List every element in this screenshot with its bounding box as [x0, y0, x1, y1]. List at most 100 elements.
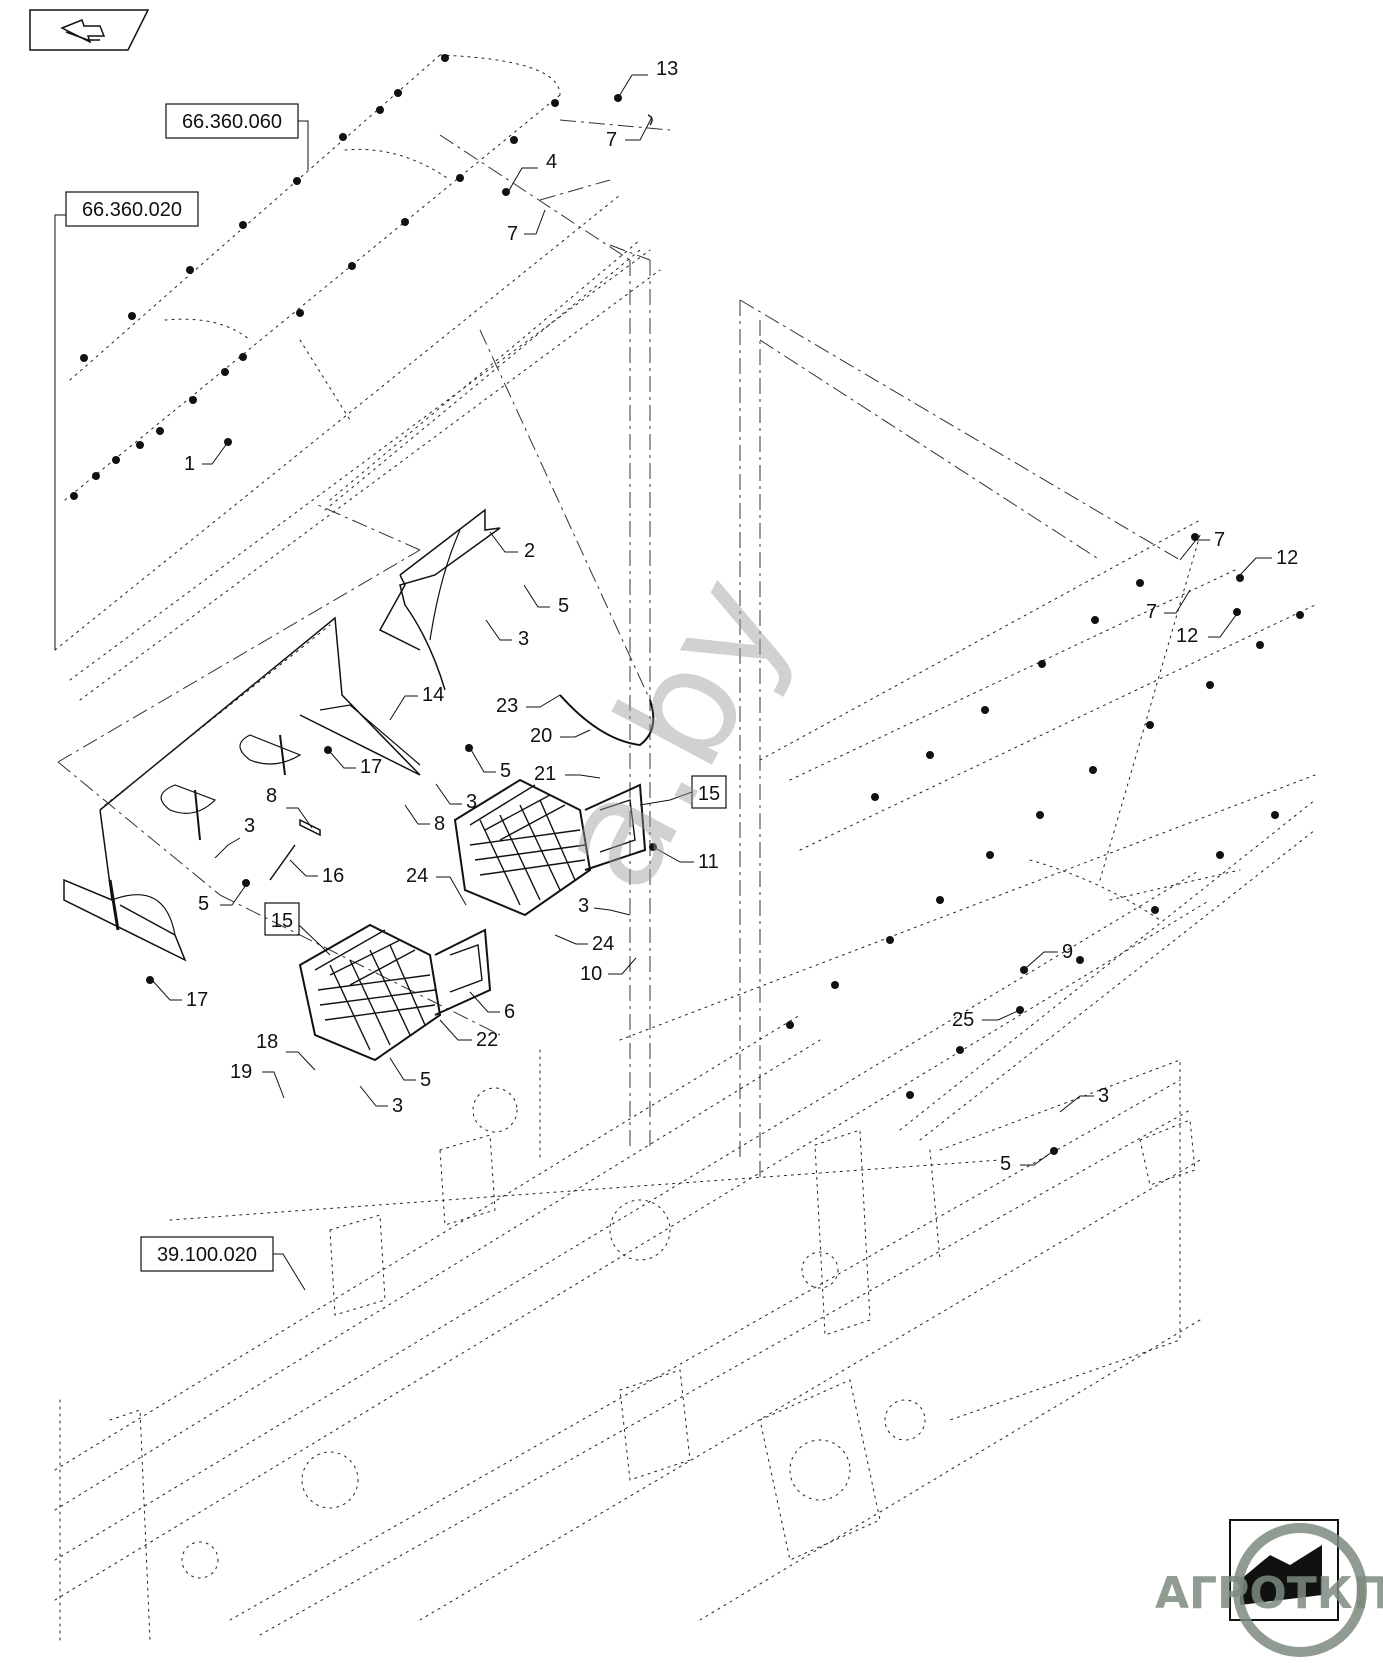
svg-text:10: 10 — [580, 963, 602, 985]
callout-22[interactable]: 22 — [439, 1019, 498, 1051]
callout-4[interactable]: 4 — [502, 151, 557, 196]
svg-text:18: 18 — [256, 1031, 278, 1053]
callout-19[interactable]: 19 — [230, 1061, 285, 1099]
svg-text:5: 5 — [420, 1069, 431, 1091]
svg-text:17: 17 — [360, 756, 382, 778]
svg-text:1: 1 — [184, 453, 195, 475]
callout-2[interactable]: 2 — [489, 531, 535, 562]
callout-13[interactable]: 13 — [614, 58, 678, 102]
svg-text:13: 13 — [656, 58, 678, 80]
return-arrow-icon[interactable] — [29, 9, 150, 51]
callout-8-a[interactable]: 8 — [266, 785, 313, 829]
deflector-plate — [63, 616, 421, 962]
trough-bolts — [786, 533, 1304, 1099]
logo: АГРОТКП — [1155, 1523, 1383, 1657]
callout-7-a[interactable]: 7 — [606, 114, 653, 151]
callout-3-a[interactable]: 3 — [485, 619, 529, 650]
callout-23[interactable]: 23 — [496, 694, 561, 717]
callout-6[interactable]: 6 — [469, 991, 515, 1023]
callout-12-b[interactable]: 12 — [1176, 608, 1241, 647]
callout-25[interactable]: 25 — [952, 1009, 1021, 1031]
reference-label-66-360-020[interactable]: 66.360.020 — [54, 191, 199, 650]
svg-text:3: 3 — [244, 815, 255, 837]
svg-text:16: 16 — [322, 865, 344, 887]
svg-text:23: 23 — [496, 695, 518, 717]
reference-label-66-360-060[interactable]: 66.360.060 — [165, 103, 309, 170]
callout-3-b[interactable]: 3 — [214, 815, 255, 859]
callout-8-b[interactable]: 8 — [404, 804, 445, 835]
boxed-callout-15-upper[interactable]: 15 — [639, 775, 727, 809]
svg-text:3: 3 — [578, 895, 589, 917]
svg-text:6: 6 — [504, 1001, 515, 1023]
reference-label-39-100-020[interactable]: 39.100.020 — [140, 1236, 306, 1291]
svg-text:39.100.020: 39.100.020 — [157, 1244, 257, 1266]
svg-text:24: 24 — [592, 933, 614, 955]
callout-16[interactable]: 16 — [289, 859, 344, 887]
svg-text:19: 19 — [230, 1061, 252, 1083]
svg-text:5: 5 — [1000, 1153, 1011, 1175]
svg-text:66.360.060: 66.360.060 — [182, 111, 282, 133]
callout-11[interactable]: 11 — [649, 843, 719, 873]
svg-text:5: 5 — [558, 595, 569, 617]
svg-text:4: 4 — [546, 151, 557, 173]
sheet-corner-icon[interactable] — [1229, 1519, 1339, 1621]
svg-text:25: 25 — [952, 1009, 974, 1031]
svg-text:3: 3 — [466, 791, 477, 813]
svg-text:7: 7 — [606, 129, 617, 151]
callout-20[interactable]: 20 — [530, 725, 591, 747]
callout-5-b[interactable]: 5 — [465, 744, 511, 782]
svg-text:5: 5 — [500, 760, 511, 782]
callout-5-d[interactable]: 5 — [389, 1057, 431, 1091]
svg-text:15: 15 — [271, 910, 293, 932]
svg-text:АГРОТКП: АГРОТКП — [1155, 1568, 1383, 1619]
callout-9[interactable]: 9 — [1020, 941, 1073, 974]
svg-text:66.360.020: 66.360.020 — [82, 199, 182, 221]
svg-text:8: 8 — [434, 813, 445, 835]
svg-text:2: 2 — [524, 540, 535, 562]
top-cover-assembly — [54, 54, 661, 701]
center-brackets — [160, 734, 321, 881]
svg-text:21: 21 — [534, 763, 556, 785]
callout-12-a[interactable]: 12 — [1236, 547, 1298, 582]
boxed-callout-15-lower[interactable]: 15 — [264, 902, 331, 956]
grate-lower — [298, 923, 492, 1062]
callout-7-d[interactable]: 7 — [1146, 589, 1191, 623]
auger-trough — [619, 519, 1316, 1141]
callout-24-b[interactable]: 24 — [554, 933, 614, 955]
grate-upper — [453, 778, 647, 917]
svg-text:8: 8 — [266, 785, 277, 807]
callout-5-a[interactable]: 5 — [523, 584, 569, 617]
svg-text:3: 3 — [392, 1095, 403, 1117]
lower-frame — [54, 869, 1211, 1641]
svg-text:7: 7 — [507, 223, 518, 245]
svg-text:7: 7 — [1214, 529, 1225, 551]
callout-3-e[interactable]: 3 — [359, 1085, 403, 1117]
callout-17-a[interactable]: 17 — [324, 746, 382, 778]
callout-3-f[interactable]: 3 — [1059, 1085, 1109, 1113]
callout-7-c[interactable]: 7 — [1179, 529, 1225, 561]
callout-18[interactable]: 18 — [256, 1031, 316, 1071]
callout-24-a[interactable]: 24 — [406, 865, 467, 906]
svg-text:15: 15 — [698, 783, 720, 805]
center-lines — [57, 119, 1181, 1180]
callout-1[interactable]: 1 — [184, 438, 232, 475]
svg-text:14: 14 — [422, 684, 444, 706]
svg-text:22: 22 — [476, 1029, 498, 1051]
callout-21[interactable]: 21 — [534, 763, 601, 785]
callout-5-c[interactable]: 5 — [198, 879, 250, 915]
callout-3-d[interactable]: 3 — [578, 895, 631, 917]
svg-text:12: 12 — [1276, 547, 1298, 569]
callout-10[interactable]: 10 — [580, 957, 637, 985]
svg-text:5: 5 — [198, 893, 209, 915]
svg-text:11: 11 — [698, 851, 719, 873]
svg-text:7: 7 — [1146, 601, 1157, 623]
svg-text:3: 3 — [518, 628, 529, 650]
callout-14[interactable]: 14 — [389, 684, 444, 721]
svg-text:24: 24 — [406, 865, 428, 887]
callout-5-e[interactable]: 5 — [1000, 1147, 1058, 1175]
callout-17-b[interactable]: 17 — [146, 976, 208, 1011]
cover-bolts — [70, 54, 559, 500]
callout-7-b[interactable]: 7 — [507, 209, 546, 245]
callout-3-c[interactable]: 3 — [435, 783, 477, 813]
